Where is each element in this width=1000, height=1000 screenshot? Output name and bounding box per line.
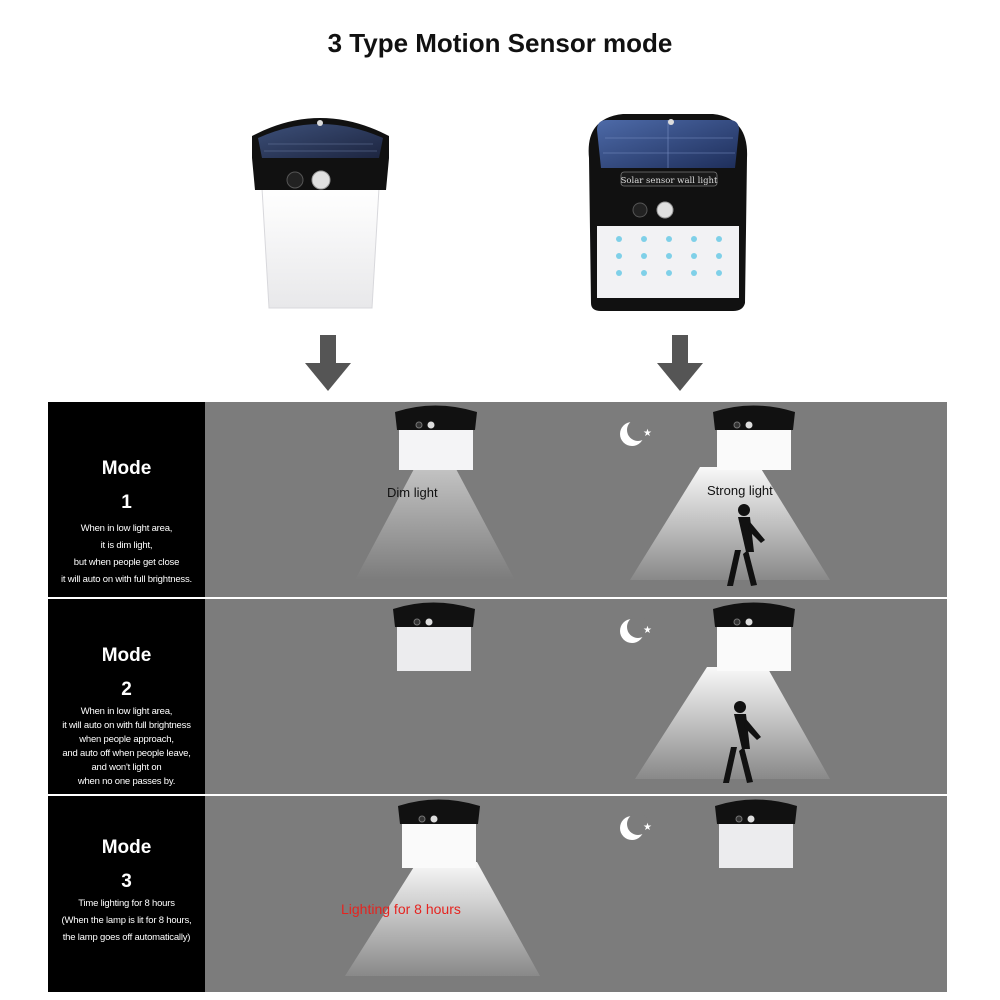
mode-desc-line: and auto off when people leave, [62, 748, 191, 759]
mode-scene-2: ★ [205, 599, 947, 794]
walking-person-icon [723, 701, 761, 783]
mode-label-1: Mode 1 When in low light area, it is dim… [48, 402, 205, 597]
down-arrow-icon [305, 335, 351, 391]
mode-title: Mode [101, 837, 152, 858]
mode-number: 3 [121, 871, 132, 892]
mode-number: 1 [121, 492, 132, 513]
mode-label-2: Mode 2 When in low light area, it will a… [48, 599, 205, 794]
mode-desc-line: it is dim light, [100, 540, 153, 551]
mode-desc-line: the lamp goes off automatically) [62, 932, 191, 943]
product-image-black: Solar sensor wall light [588, 114, 748, 311]
svg-text:★: ★ [643, 822, 652, 833]
mode-label-3: Mode 3 Time lighting for 8 hours (When t… [48, 796, 205, 992]
mode-desc-line: Time lighting for 8 hours [78, 898, 175, 909]
lamp-icon [713, 602, 795, 671]
caption-lighting-8-hours: Lighting for 8 hours [341, 901, 461, 917]
mode-scene-3: ★ Lighting for 8 hours [205, 796, 947, 992]
svg-text:★: ★ [643, 625, 652, 636]
lamp-icon [713, 405, 795, 470]
mode-desc-line: it will auto on with full brightness. [61, 574, 192, 585]
mode-desc-line: it will auto on with full brightness [62, 720, 191, 731]
mode-scene-1: ★ Dim light Strong light [205, 402, 947, 597]
page-title: 3 Type Motion Sensor mode [327, 28, 673, 58]
mode-row-3: Mode 3 Time lighting for 8 hours (When t… [48, 796, 947, 992]
mode-desc-line: and won't light on [91, 762, 162, 773]
light-beam-strong [630, 467, 830, 580]
light-beam-strong [635, 667, 830, 779]
mode-number: 2 [121, 679, 132, 700]
lamp-icon [398, 799, 480, 868]
lamp-icon [715, 799, 797, 868]
svg-text:★: ★ [643, 428, 652, 439]
mode-desc-line: When in low light area, [80, 706, 173, 717]
lamp-icon [395, 405, 477, 470]
mode-title: Mode [101, 458, 152, 479]
light-beam-dim [355, 467, 515, 580]
walking-person-icon [727, 504, 765, 586]
down-arrow-icon [657, 335, 703, 391]
mode-desc-line: but when people get close [73, 557, 180, 568]
mode-desc-line: (When the lamp is lit for 8 hours, [61, 915, 192, 926]
mode-title: Mode [101, 645, 152, 666]
mode-desc-line: when people approach, [79, 734, 174, 745]
lamp-icon [393, 602, 475, 671]
light-beam-strong [345, 862, 540, 976]
mode-row-1: Mode 1 When in low light area, it is dim… [48, 402, 947, 597]
mode-desc-line: when no one passes by. [77, 776, 176, 787]
moon-icon: ★ [620, 419, 652, 446]
housing-text: Solar sensor wall light [621, 176, 718, 186]
caption-strong-light: Strong light [707, 483, 773, 498]
mode-row-2: Mode 2 When in low light area, it will a… [48, 599, 947, 794]
mode-desc-line: When in low light area, [80, 523, 173, 534]
product-image-white [252, 118, 389, 309]
moon-icon: ★ [620, 813, 652, 840]
moon-icon: ★ [620, 616, 652, 643]
caption-dim-light: Dim light [387, 485, 438, 500]
